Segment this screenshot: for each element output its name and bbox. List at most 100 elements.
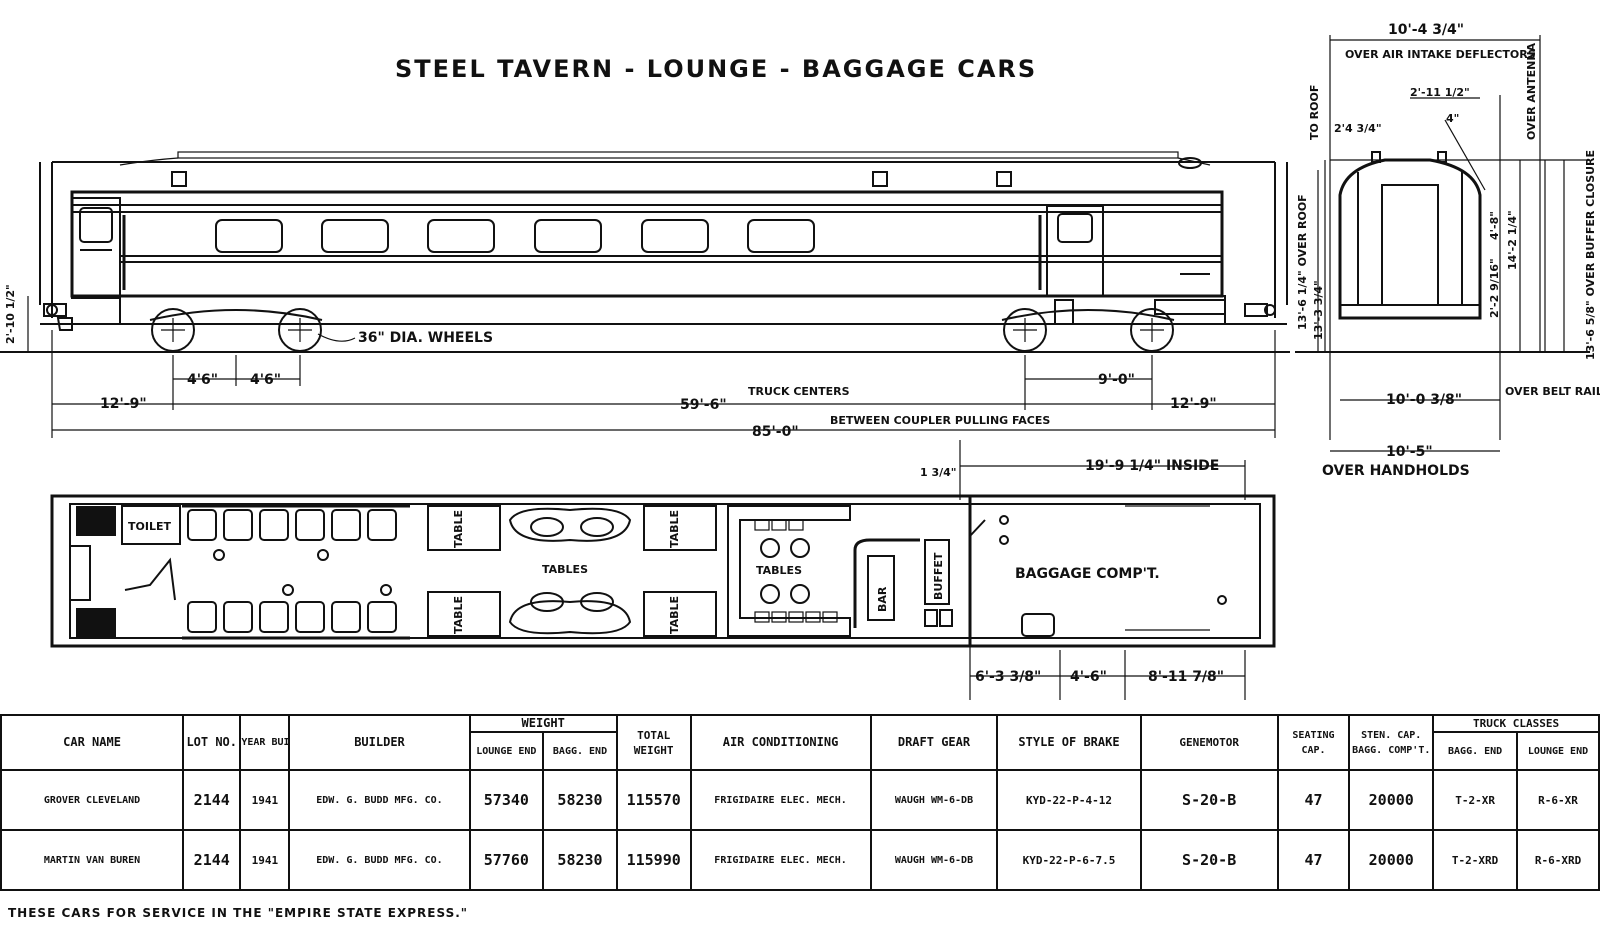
- truck-centers-value: 59'-6": [680, 397, 727, 413]
- overhang-left: 12'-9": [100, 396, 147, 412]
- car-spec-table: CAR NAME LOT NO. YEAR BUILT BUILDER WEIG…: [0, 714, 1600, 891]
- cell-car-name: GROVER CLEVELAND: [0, 769, 185, 831]
- header-truck-classes: TRUCK CLASSES: [1432, 714, 1600, 733]
- tables-label-1: TABLES: [542, 563, 588, 576]
- cell-car-name: MARTIN VAN BUREN: [0, 829, 185, 891]
- header-draft-gear: DRAFT GEAR: [869, 714, 999, 771]
- cell-seating-cap: 47: [1276, 829, 1351, 891]
- end-dim-2-11: 2'-11 1/2": [1410, 86, 1470, 99]
- end-view: 10'-4 3/4" OVER AIR INTAKE DEFLECTORS 2'…: [1295, 22, 1600, 479]
- table-label-1: TABLE: [452, 510, 465, 548]
- end-dim-14-2: 14'-2 1/4": [1506, 210, 1519, 270]
- wheelbase-left-a: 4'6": [187, 372, 218, 388]
- plan-dim-a: 6'-3 3/8": [975, 669, 1041, 685]
- side-elevation: 36" DIA. WHEELS 2'-10 1/2" 4'6" 4'6" 9'-…: [0, 151, 1290, 440]
- header-seating-cap: SEATING CAP.: [1276, 714, 1351, 771]
- header-genemotor: GENEMOTOR: [1139, 714, 1279, 771]
- cell-lot-no: 2144: [182, 829, 242, 891]
- drawing-title: STEEL TAVERN - LOUNGE - BAGGAGE CARS: [395, 55, 1037, 83]
- cell-air-conditioning: FRIGIDAIRE ELEC. MECH.: [689, 829, 872, 891]
- table-header-row: CAR NAME LOT NO. YEAR BUILT BUILDER WEIG…: [0, 714, 1600, 771]
- cell-truck-lounge-end: R-6-XR: [1516, 769, 1600, 831]
- header-lot-no: LOT NO.: [182, 714, 242, 771]
- plan-end-offset: 1 3/4": [920, 466, 957, 479]
- header-weight: WEIGHT: [468, 714, 618, 733]
- cell-bagg-end: 58230: [542, 829, 618, 891]
- end-height-dim: 2'-10 1/2": [4, 284, 17, 344]
- cell-truck-lounge-end: R-6-XRD: [1516, 829, 1600, 891]
- floor-plan: TOILET TABLE TABLE TABLE TABLE TABLES: [50, 440, 1276, 700]
- truck-centers-label: TRUCK CENTERS: [748, 385, 850, 398]
- table-label-4: TABLE: [668, 596, 681, 634]
- toilet-label: TOILET: [128, 520, 171, 533]
- table-label-3: TABLE: [668, 510, 681, 548]
- end-to-roof: TO ROOF: [1308, 85, 1321, 140]
- cell-draft-gear: WAUGH WM-6-DB: [869, 769, 999, 831]
- end-dim-2-4: 2'4 3/4": [1334, 122, 1382, 135]
- cell-genemotor: S-20-B: [1139, 769, 1279, 831]
- end-dim-2-2: 2'-2 9/16": [1488, 258, 1501, 318]
- end-over-buffer: 13'-6 5/8" OVER BUFFER CLOSURE: [1584, 150, 1597, 360]
- end-belt-label: OVER BELT RAIL MOULDINGS: [1505, 385, 1600, 398]
- cell-genemotor: S-20-B: [1139, 829, 1279, 891]
- header-builder: BUILDER: [288, 714, 471, 771]
- end-top-label: OVER AIR INTAKE DEFLECTORS: [1345, 48, 1536, 61]
- cell-builder: EDW. G. BUDD MFG. CO.: [288, 829, 471, 891]
- header-year-built: YEAR BUILT: [239, 714, 291, 771]
- cell-year-built: 1941: [239, 769, 291, 831]
- header-bagg-end: BAGG. END: [542, 731, 618, 771]
- plan-dim-b: 4'-6": [1070, 669, 1107, 685]
- cell-style-of-brake: KYD-22-P-6-7.5: [996, 829, 1142, 891]
- end-over-antenna: OVER ANTENNA: [1525, 42, 1538, 140]
- end-dim-4: 4": [1446, 112, 1459, 125]
- end-handhold-width: 10'-5": [1386, 444, 1433, 460]
- header-total-weight: TOTAL WEIGHT: [615, 714, 692, 771]
- cell-air-conditioning: FRIGIDAIRE ELEC. MECH.: [689, 769, 872, 831]
- plan-dim-c: 8'-11 7/8": [1148, 669, 1224, 685]
- overall-length-label: BETWEEN COUPLER PULLING FACES: [830, 414, 1050, 427]
- cell-lounge-end: 57760: [468, 829, 545, 891]
- overall-length-value: 85'-0": [752, 424, 799, 440]
- cell-year-built: 1941: [239, 829, 291, 891]
- header-sten-cap: STEN. CAP. BAGG. COMP'T.: [1348, 714, 1435, 771]
- table-row: GROVER CLEVELAND 2144 1941 EDW. G. BUDD …: [0, 769, 1600, 831]
- cell-style-of-brake: KYD-22-P-4-12: [996, 769, 1142, 831]
- header-truck-bagg-end: BAGG. END: [1432, 731, 1519, 771]
- cell-truck-bagg-end: T-2-XR: [1432, 769, 1519, 831]
- table-row: MARTIN VAN BUREN 2144 1941 EDW. G. BUDD …: [0, 829, 1600, 891]
- wheels-label: 36" DIA. WHEELS: [358, 330, 493, 346]
- buffet-label: BUFFET: [932, 552, 945, 600]
- service-footnote: THESE CARS FOR SERVICE IN THE "EMPIRE ST…: [8, 906, 469, 920]
- baggage-label: BAGGAGE COMP'T.: [1015, 566, 1160, 582]
- cell-truck-bagg-end: T-2-XRD: [1432, 829, 1519, 891]
- cell-draft-gear: WAUGH WM-6-DB: [869, 829, 999, 891]
- header-style-of-brake: STYLE OF BRAKE: [996, 714, 1142, 771]
- cell-seating-cap: 47: [1276, 769, 1351, 831]
- overhang-right: 12'-9": [1170, 396, 1217, 412]
- cell-builder: EDW. G. BUDD MFG. CO.: [288, 769, 471, 831]
- header-lounge-end: LOUNGE END: [468, 731, 545, 771]
- wheelbase-right: 9'-0": [1098, 372, 1135, 388]
- end-dim-4-8: 4'-8": [1488, 211, 1501, 240]
- table-label-2: TABLE: [452, 596, 465, 634]
- end-handhold-label: OVER HANDHOLDS: [1322, 463, 1470, 479]
- cell-sten-cap: 20000: [1348, 769, 1435, 831]
- end-top-width: 10'-4 3/4": [1388, 22, 1464, 38]
- cell-total-weight: 115570: [615, 769, 692, 831]
- header-car-name: CAR NAME: [0, 714, 185, 771]
- header-air-conditioning: AIR CONDITIONING: [689, 714, 872, 771]
- header-truck-lounge-end: LOUNGE END: [1516, 731, 1600, 771]
- cell-total-weight: 115990: [615, 829, 692, 891]
- table-subheader-row: LOUNGE END BAGG. END BAGG. END LOUNGE EN…: [1, 731, 1600, 771]
- tables-label-2: TABLES: [756, 564, 802, 577]
- wheelbase-left-b: 4'6": [250, 372, 281, 388]
- cell-lot-no: 2144: [182, 769, 242, 831]
- end-over-roof: 13'-6 1/4" OVER ROOF: [1296, 194, 1309, 330]
- cell-lounge-end: 57340: [468, 769, 545, 831]
- plan-inside-width: 19'-9 1/4" INSIDE: [1085, 458, 1219, 474]
- end-dim-13-3: 13'-3 3/4": [1312, 280, 1325, 340]
- cell-bagg-end: 58230: [542, 769, 618, 831]
- cell-sten-cap: 20000: [1348, 829, 1435, 891]
- end-belt-width: 10'-0 3/8": [1386, 392, 1462, 408]
